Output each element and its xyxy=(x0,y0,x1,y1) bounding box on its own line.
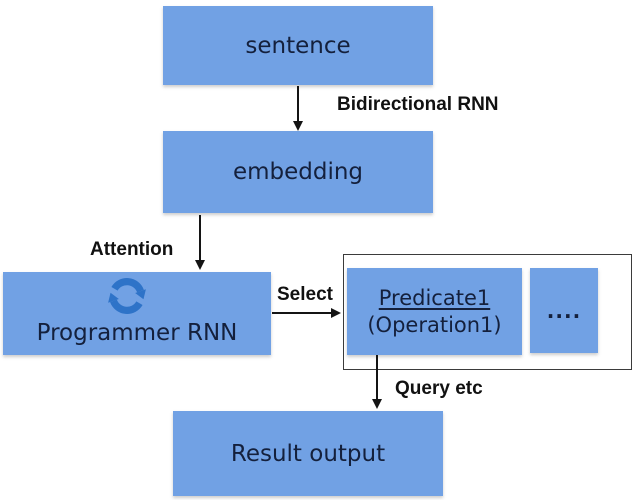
node-sentence-label: sentence xyxy=(245,32,351,59)
node-programmer-rnn: Programmer RNN xyxy=(3,272,271,355)
arrow-sentence-to-embedding xyxy=(293,86,303,131)
edge-label-select: Select xyxy=(277,284,333,305)
node-programmer-rnn-label: Programmer RNN xyxy=(36,320,238,346)
edge-label-attention: Attention xyxy=(90,239,174,260)
edge-label-bidirectional-rnn: Bidirectional RNN xyxy=(337,94,499,115)
node-predicate-line1: Predicate1 xyxy=(378,286,491,311)
edge-label-query-etc: Query etc xyxy=(395,378,483,399)
node-ellipsis: .... xyxy=(530,268,598,353)
arrow-embedding-to-programmer xyxy=(195,215,205,270)
arrow-programmer-to-predicate xyxy=(272,308,341,318)
predicate-group-outline: Predicate1 (Operation1) .... xyxy=(343,254,632,370)
node-embedding-label: embedding xyxy=(232,159,364,185)
sync-loop-icon xyxy=(108,278,146,314)
node-predicate: Predicate1 (Operation1) xyxy=(347,268,522,355)
node-embedding: embedding xyxy=(163,131,433,213)
node-sentence: sentence xyxy=(163,6,433,85)
node-result-output: Result output xyxy=(173,411,443,496)
node-ellipsis-label: .... xyxy=(546,298,582,323)
node-predicate-line2: (Operation1) xyxy=(367,312,502,337)
node-result-output-label: Result output xyxy=(230,440,386,467)
